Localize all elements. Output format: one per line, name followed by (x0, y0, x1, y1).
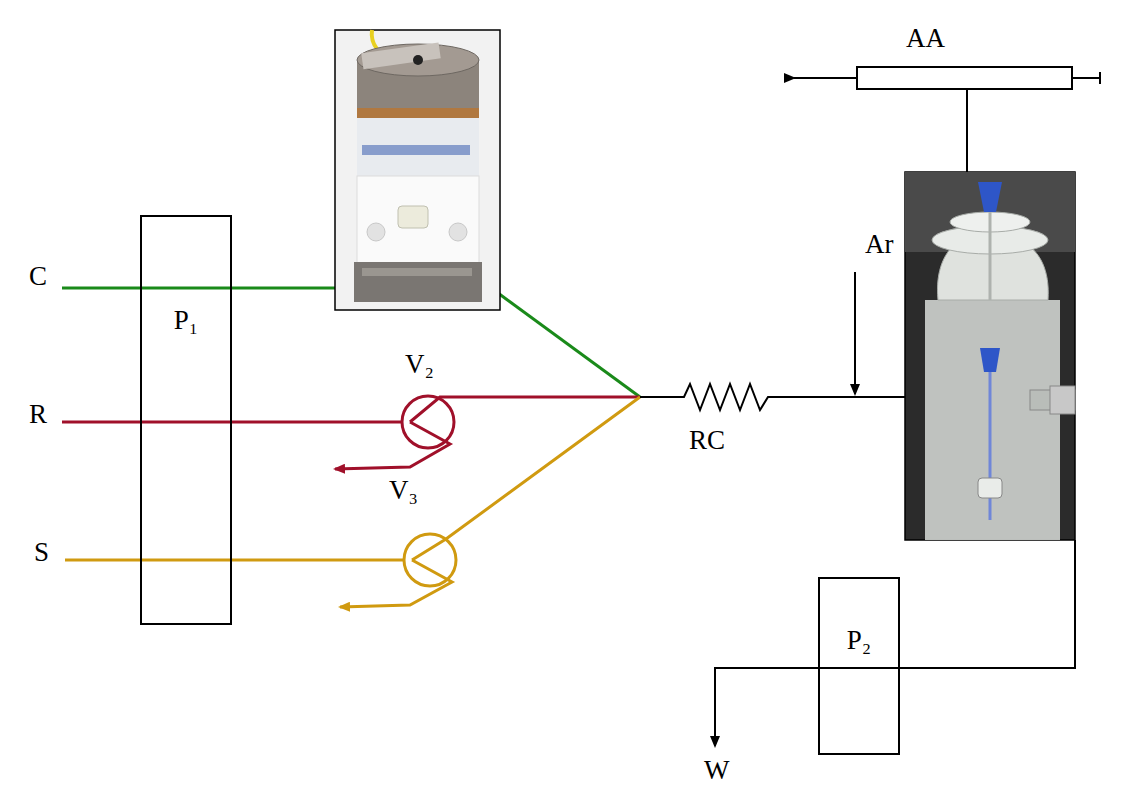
aa-detector-bar (794, 67, 1100, 172)
waste-line (715, 540, 1075, 746)
part-label: S (33, 538, 50, 568)
part-label: V₂ (404, 350, 435, 380)
part-label: RC (688, 426, 726, 456)
pump-label: P₂ (845, 625, 873, 655)
pump-box: P₂ (818, 577, 900, 755)
part-label: Ar (864, 230, 895, 260)
pump-label: P₁ (172, 305, 200, 335)
separator-cell-photo (905, 172, 1075, 540)
pump-label-row: P₂ (820, 625, 898, 656)
pump-box: P₁ (140, 215, 232, 625)
reaction-coil (640, 384, 906, 410)
sample-line (65, 397, 640, 607)
part-label: AA (905, 24, 946, 54)
solenoid-valve-photo (335, 30, 500, 310)
part-label: V₃ (388, 476, 419, 506)
pump-label-row: P₁ (142, 305, 230, 336)
part-label: W (703, 756, 730, 786)
reagent-line (62, 396, 640, 469)
part-label: C (28, 262, 48, 292)
part-label: R (28, 400, 48, 430)
argon-arrow (854, 272, 856, 394)
